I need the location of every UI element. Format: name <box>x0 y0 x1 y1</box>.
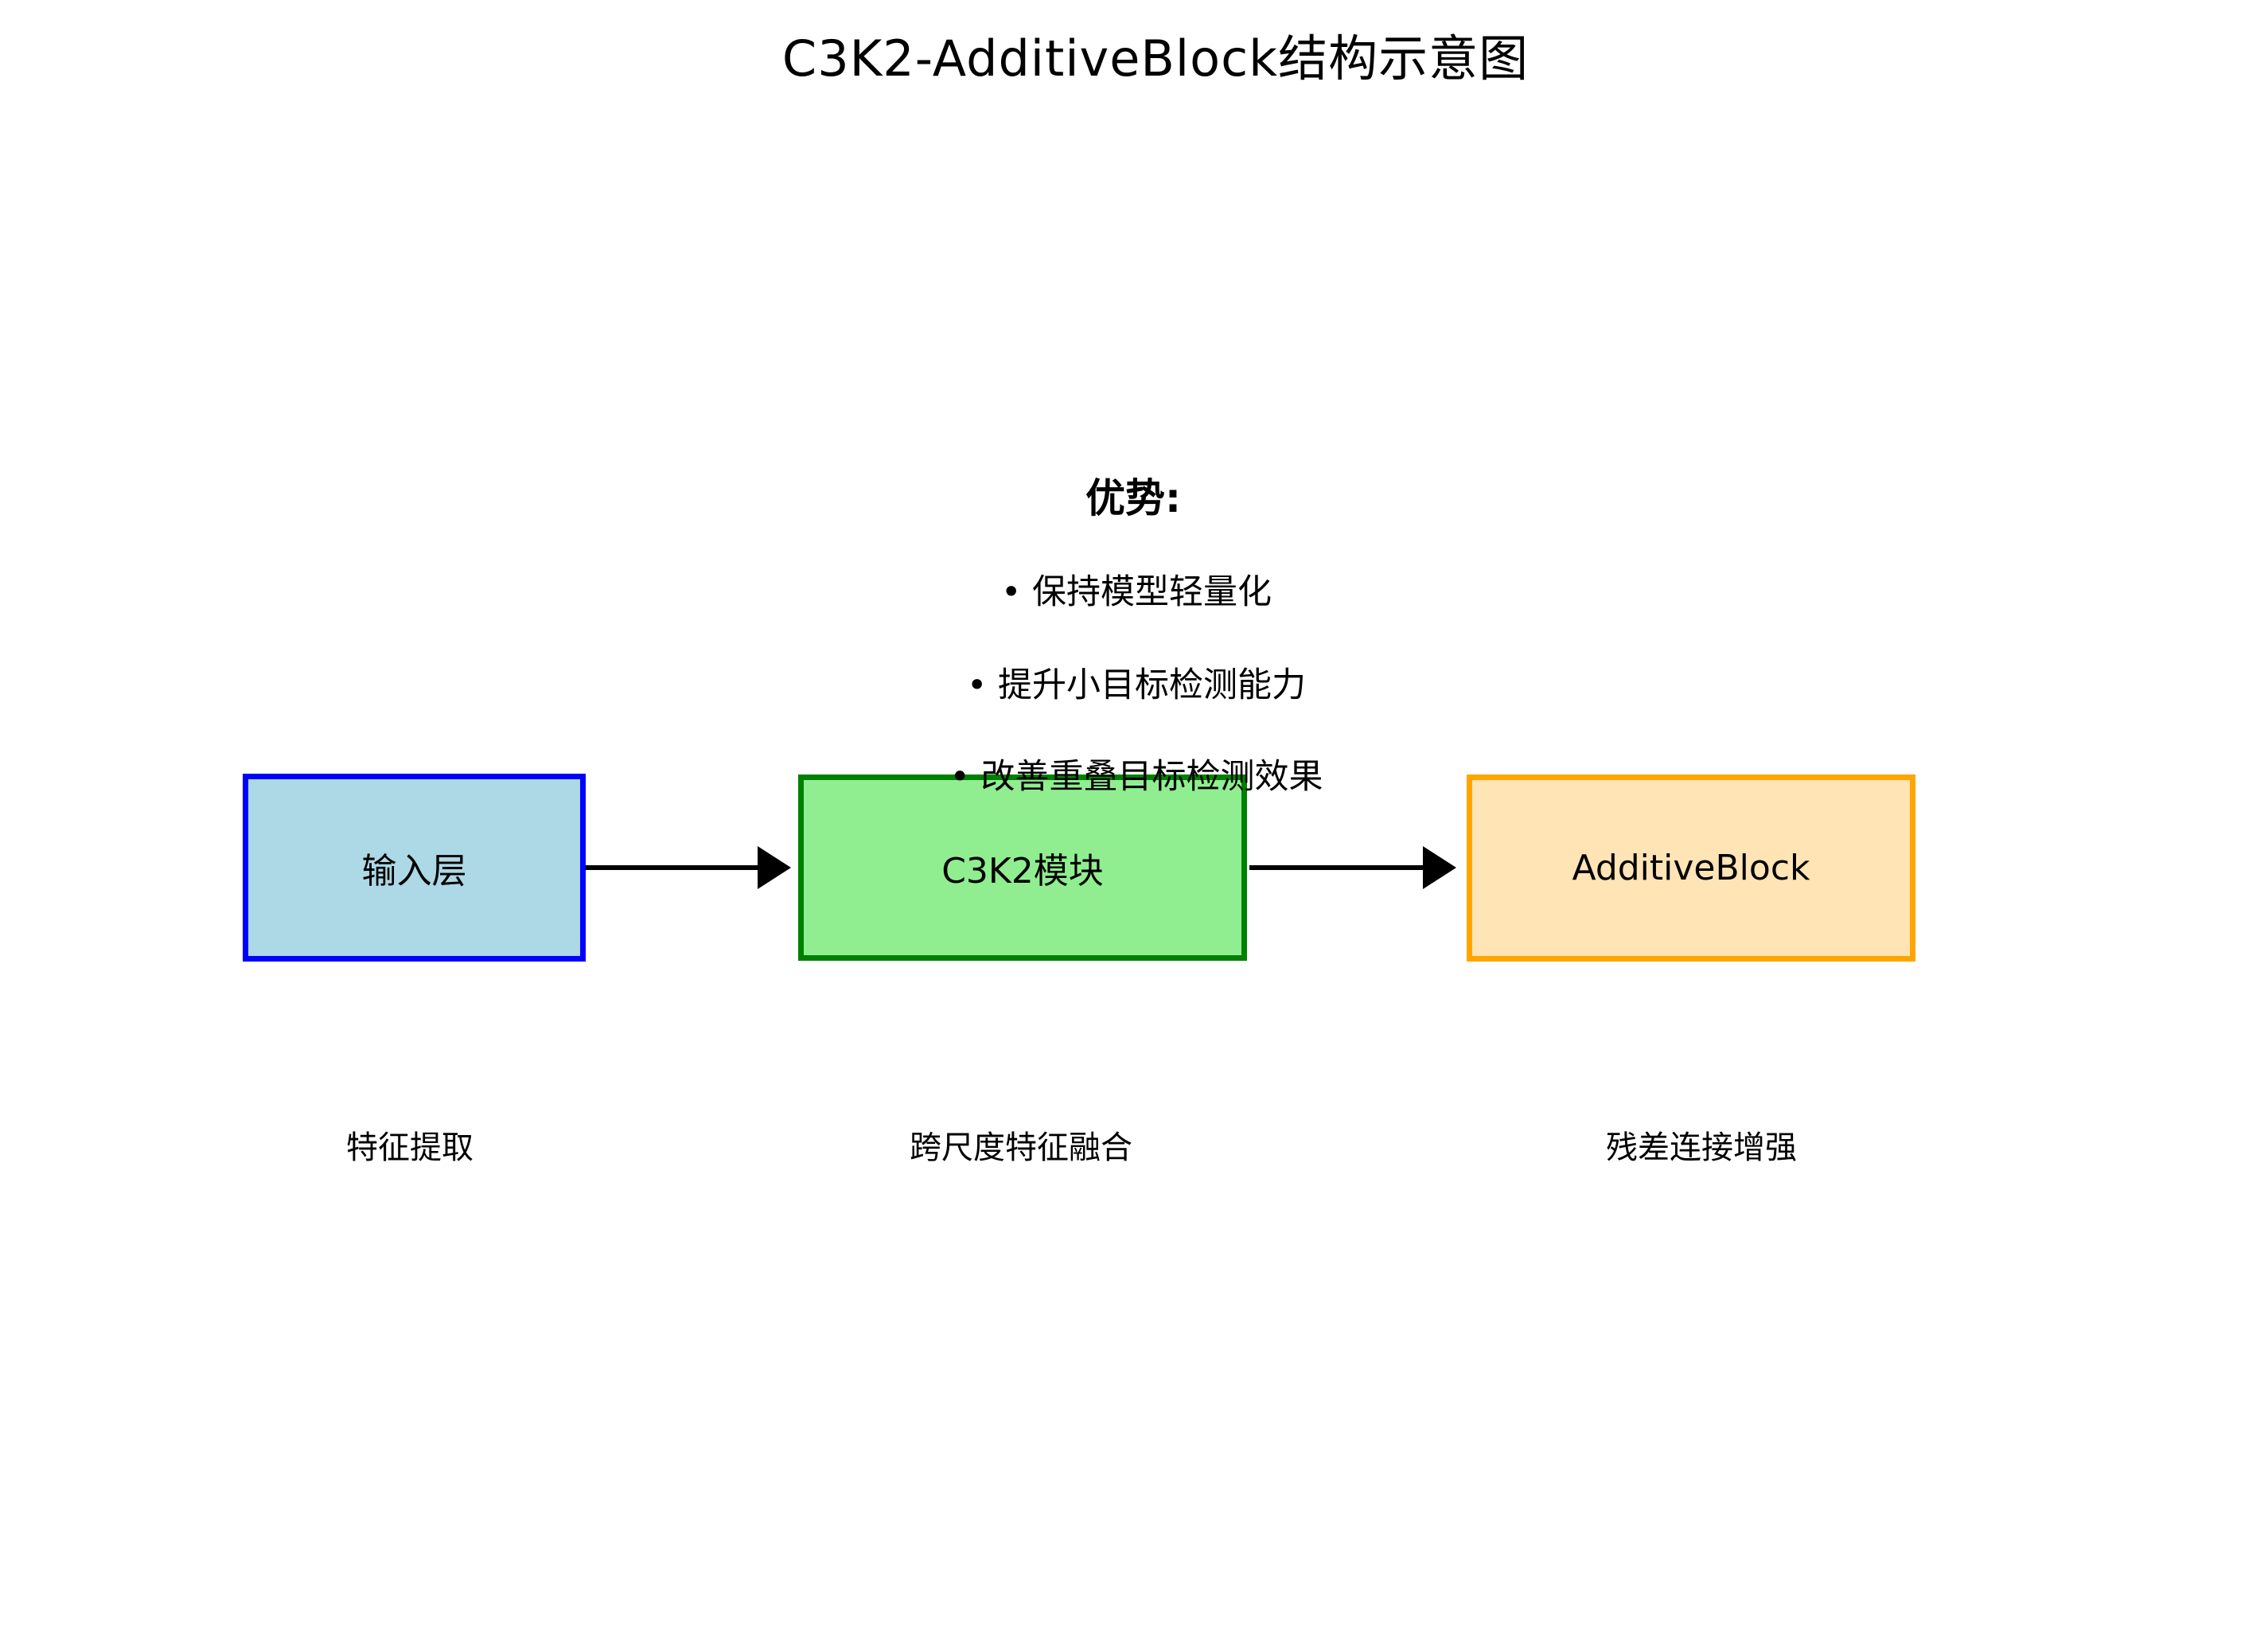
advantage-item: • 提升小目标检测能力 <box>966 665 1307 705</box>
caption-residual-enhancement: 残差连接增强 <box>1606 1130 1797 1166</box>
input-layer-box: 输入层 <box>243 774 586 962</box>
advantages-heading: 优势: <box>1085 475 1181 521</box>
caption-feature-extraction: 特征提取 <box>346 1130 473 1166</box>
page-title: C3K2-AdditiveBlock结构示意图 <box>781 29 1530 88</box>
additiveblock-label: AdditiveBlock <box>1572 848 1810 888</box>
caption-cross-scale-fusion: 跨尺度特征融合 <box>910 1130 1132 1166</box>
advantage-item: • 保持模型轻量化 <box>1000 572 1272 612</box>
input-layer-label: 输入层 <box>361 851 467 892</box>
arrow-input-to-c3k2-shaft <box>586 865 761 870</box>
additiveblock-box: AdditiveBlock <box>1467 774 1915 962</box>
c3k2-module-label: C3K2模块 <box>941 851 1104 892</box>
advantage-item: • 改善重叠目标检测效果 <box>949 757 1323 797</box>
arrow-right-icon <box>1423 846 1456 889</box>
arrow-c3k2-to-additiveblock-shaft <box>1249 865 1426 870</box>
arrow-right-icon <box>758 846 791 889</box>
c3k2-module-box: C3K2模块 <box>798 774 1247 961</box>
